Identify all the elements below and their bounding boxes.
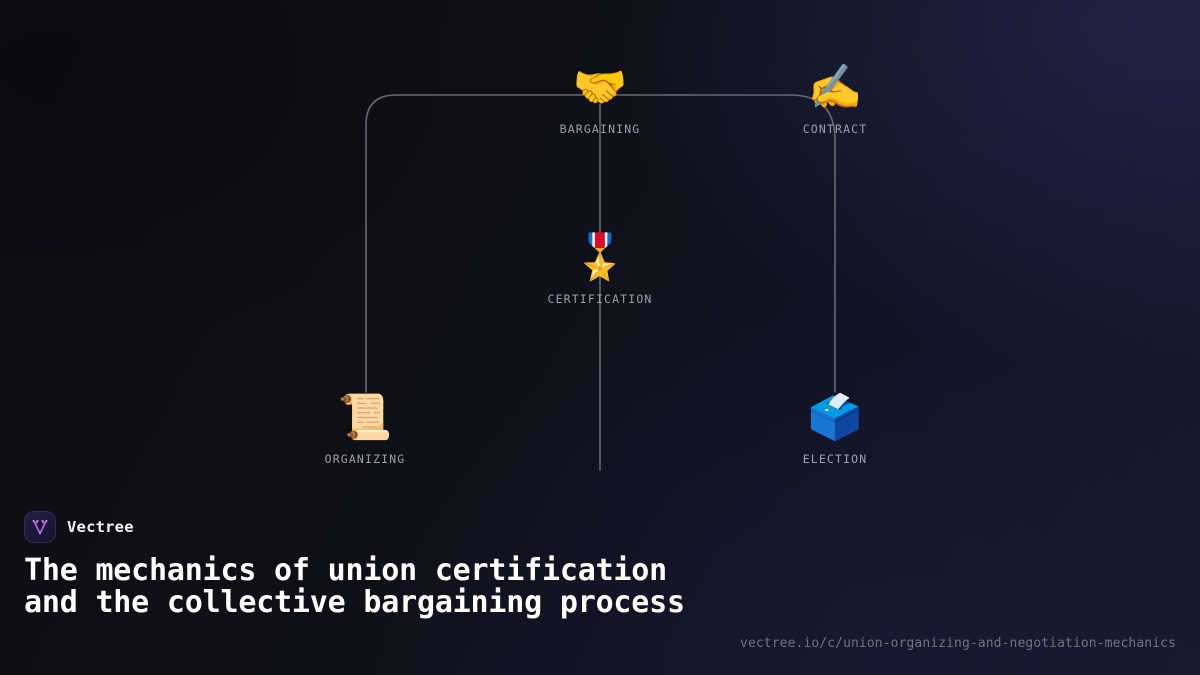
node-label-election: ELECTION (802, 452, 868, 466)
brand-name: Vectree (67, 518, 134, 536)
node-bargaining[interactable]: 🤝 BARGAINING (510, 60, 690, 136)
node-label-bargaining: BARGAINING (559, 122, 641, 136)
tree-diagram: 🤝 BARGAINING ✍️ CONTRACT 🎖️ CERTIFICATIO… (275, 60, 925, 471)
military-medal-icon: 🎖️ (572, 232, 628, 283)
source-url: vectree.io/c/union-organizing-and-negoti… (740, 636, 1176, 651)
vectree-tree-logo-icon (32, 519, 48, 535)
card-footer: Vectree The mechanics of union certifica… (0, 490, 1200, 675)
node-label-contract: CONTRACT (802, 122, 868, 136)
scroll-icon: 📜 (337, 392, 393, 443)
node-contract[interactable]: ✍️ CONTRACT (745, 60, 925, 136)
node-certification[interactable]: 🎖️ CERTIFICATION (510, 230, 690, 306)
node-election[interactable]: 🗳️ ELECTION (745, 390, 925, 466)
node-label-organizing: ORGANIZING (324, 452, 406, 466)
writing-hand-icon: ✍️ (807, 62, 863, 113)
tree-edges (365, 94, 836, 471)
edge-bargaining-organizing (365, 94, 601, 393)
node-organizing[interactable]: 📜 ORGANIZING (275, 390, 455, 466)
node-label-certification: CERTIFICATION (547, 292, 653, 306)
handshake-icon: 🤝 (572, 62, 628, 113)
ballot-box-with-ballot-icon: 🗳️ (807, 392, 863, 443)
page-title: The mechanics of union certification and… (24, 553, 685, 620)
edge-bargaining-contract (599, 94, 836, 393)
brand[interactable]: Vectree (24, 510, 1176, 544)
vectree-logo (24, 511, 56, 543)
